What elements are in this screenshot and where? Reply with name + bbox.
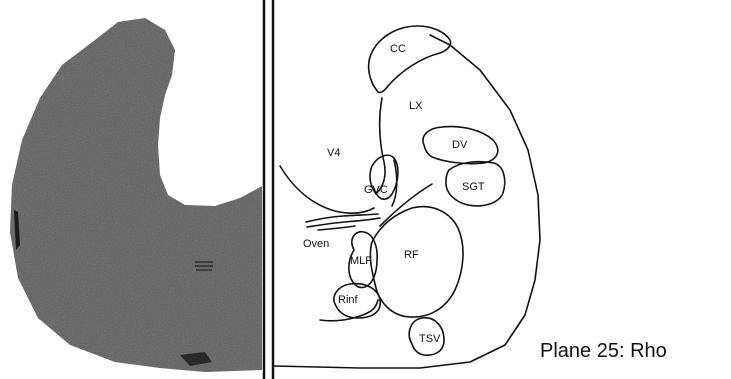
label-rinf: Rinf bbox=[338, 294, 359, 306]
label-v4: V4 bbox=[327, 147, 340, 159]
tissue-photograph bbox=[10, 8, 262, 372]
rf-region bbox=[370, 207, 463, 317]
gvc-tract bbox=[392, 160, 397, 206]
v4-floor-curve bbox=[280, 166, 374, 213]
region-labels: CC LX V4 DV SGT GVC Oven MLF RF Rinf TSV bbox=[303, 43, 485, 345]
schematic-diagram bbox=[274, 26, 540, 368]
label-oven: Oven bbox=[303, 238, 329, 250]
panel-divider bbox=[264, 0, 273, 379]
tissue-section-texture bbox=[10, 8, 262, 372]
label-gvc: GVC bbox=[364, 184, 388, 196]
label-sgt: SGT bbox=[462, 181, 485, 193]
label-rf: RF bbox=[404, 249, 419, 261]
lx-medial-boundary bbox=[376, 98, 385, 194]
oven-middle-line bbox=[318, 226, 355, 230]
label-mlf: MLF bbox=[350, 255, 372, 267]
label-lx: LX bbox=[409, 100, 423, 112]
plane-caption: Plane 25: Rho bbox=[540, 340, 667, 363]
label-dv: DV bbox=[452, 139, 468, 151]
oven-lower-line bbox=[306, 214, 378, 222]
label-tsv: TSV bbox=[419, 333, 441, 345]
cc-region bbox=[369, 26, 451, 93]
label-cc: CC bbox=[390, 43, 406, 55]
